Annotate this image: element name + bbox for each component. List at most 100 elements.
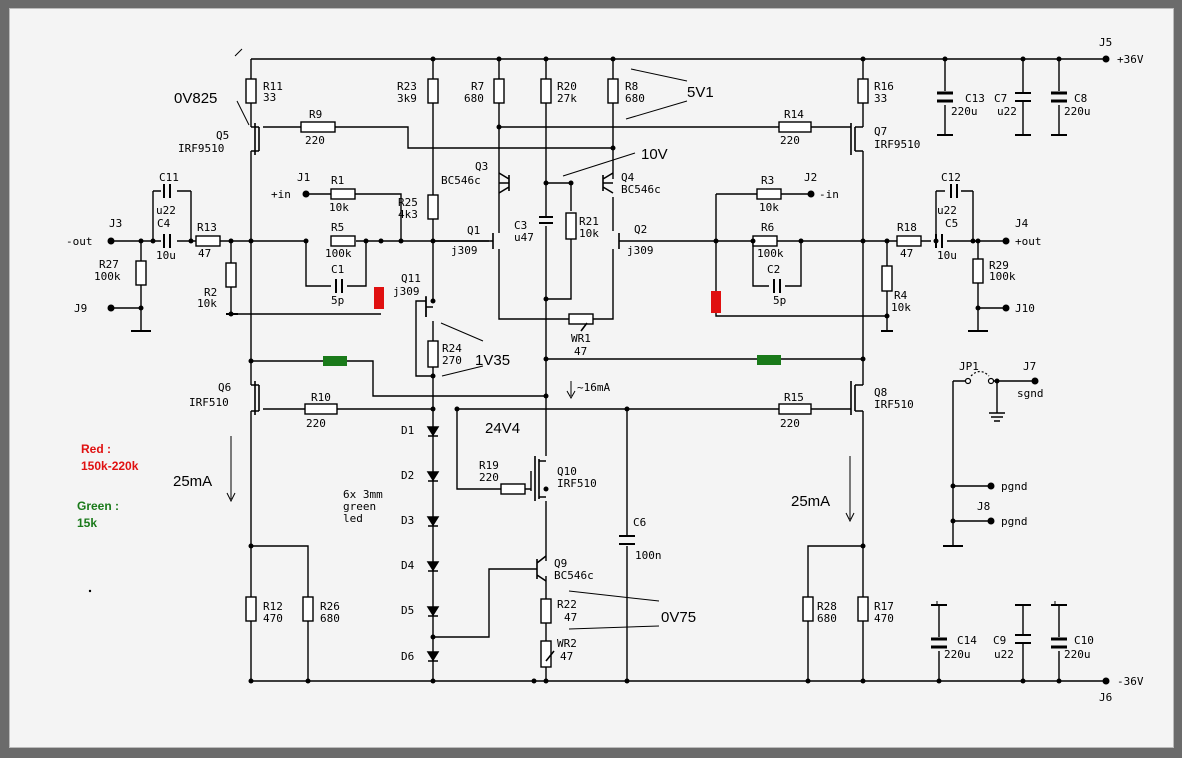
resistors [135, 78, 984, 668]
label-R7: R7 [471, 80, 484, 93]
label-J4-name: +out [1015, 235, 1042, 248]
transistor-Q4 [602, 172, 614, 194]
schematic-frame: R11 33 R9 220 Q5 IRF9510 C11 u22 C4 10u … [9, 8, 1174, 748]
terminal-J6 [1102, 677, 1110, 685]
resistor-R22 [540, 598, 552, 624]
label-R11: R11 [263, 80, 283, 93]
transistor-Q6 [251, 381, 260, 415]
value-C8: 220u [1064, 105, 1091, 118]
annotation-25ma-right: 25mA [791, 493, 830, 510]
led-note-line2: green [343, 500, 376, 513]
annotation-5v1: 5V1 [687, 84, 714, 101]
transistor-Q1 [489, 233, 494, 249]
terminal-J2 [807, 190, 815, 198]
resistor-R5 [330, 235, 356, 247]
transistor-Q8 [850, 381, 863, 415]
resistor-R11 [245, 78, 257, 104]
terminal-J8a [987, 482, 995, 490]
label-Q11: Q11 [401, 272, 421, 285]
value-R4: 10k [891, 301, 911, 314]
resistor-R9 [300, 121, 336, 133]
resistor-R15 [778, 403, 812, 415]
value-R7: 680 [464, 92, 484, 105]
label-J5: J5 [1099, 36, 1112, 49]
label-Q8: Q8 [874, 386, 887, 399]
capacitors [131, 91, 1067, 649]
label-Q5: Q5 [216, 129, 229, 142]
diode-D1 [426, 426, 440, 437]
diode-D2 [426, 471, 440, 482]
label-Q3: Q3 [475, 160, 488, 173]
transistor-Q3 [498, 172, 510, 194]
annotation-24v4: 24V4 [485, 420, 520, 437]
transistor-Q10 [534, 456, 546, 501]
value-R17: 470 [874, 612, 894, 625]
label-R5: R5 [331, 221, 344, 234]
label-D5: D5 [401, 604, 414, 617]
capacitor-C2 [773, 279, 781, 293]
value-Q7: IRF9510 [874, 138, 920, 151]
marker-resistors [323, 287, 781, 366]
label-Q1: Q1 [467, 224, 480, 237]
value-C10: 220u [1064, 648, 1091, 661]
label-D4: D4 [401, 559, 415, 572]
resistor-R4 [881, 265, 893, 292]
value-R22: 47 [564, 611, 577, 624]
label-R28: R28 [817, 600, 837, 613]
label-J10: J10 [1015, 302, 1035, 315]
label-R4: R4 [894, 289, 908, 302]
label-J6: J6 [1099, 691, 1112, 704]
label-J7: J7 [1023, 360, 1036, 373]
capacitor-C9 [1015, 634, 1031, 644]
value-C5: 10u [937, 249, 957, 262]
value-C11: u22 [156, 204, 176, 217]
resistor-R19 [500, 483, 526, 495]
value-Q2: j309 [627, 244, 654, 257]
value-C14: 220u [944, 648, 971, 661]
label-pos-rail: +36V [1117, 53, 1144, 66]
label-D6: D6 [401, 650, 414, 663]
label-C3: C3 [514, 219, 527, 232]
capacitor-C14 [931, 637, 947, 649]
annotation-1v35: 1V35 [475, 352, 510, 369]
value-R23: 3k9 [397, 92, 417, 105]
capacitor-C1 [335, 279, 343, 293]
value-C9: u22 [994, 648, 1014, 661]
resistor-R29 [972, 258, 984, 284]
capacitor-C13 [937, 91, 953, 103]
label-R13: R13 [197, 221, 217, 234]
label-R19: R19 [479, 459, 499, 472]
stray-dot [88, 589, 92, 593]
value-R18: 47 [900, 247, 913, 260]
label-J9: J9 [74, 302, 87, 315]
capacitor-C6 [619, 535, 635, 545]
resistor-R23 [427, 78, 439, 104]
resistor-WR1 [568, 313, 594, 325]
resistor-R2 [225, 262, 237, 288]
label-R29: R29 [989, 259, 1009, 272]
terminal-J4 [1002, 237, 1010, 245]
capacitor-C7 [1015, 92, 1031, 102]
terminal-J8b [987, 517, 995, 525]
label-Q9: Q9 [554, 557, 567, 570]
transistor-Q11 [425, 297, 433, 317]
resistor-R20 [540, 78, 552, 104]
value-C12: u22 [937, 204, 957, 217]
label-C2: C2 [767, 263, 780, 276]
label-WR1: WR1 [571, 332, 591, 345]
label-R17: R17 [874, 600, 894, 613]
label-R23: R23 [397, 80, 417, 93]
value-R24: 270 [442, 354, 462, 367]
label-J3-name: -out [66, 235, 93, 248]
annotation-0v825: 0V825 [174, 90, 217, 107]
green-marker-left [323, 356, 347, 366]
value-Q11: j309 [393, 285, 420, 298]
label-C13: C13 [965, 92, 985, 105]
resistor-R14 [778, 121, 812, 133]
component-labels: R11 33 R9 220 Q5 IRF9510 C11 u22 C4 10u … [94, 80, 1094, 663]
resistor-WR2 [540, 640, 552, 668]
label-J1-name: +in [271, 188, 291, 201]
green-marker-right [757, 355, 781, 365]
label-neg-rail: -36V [1117, 675, 1144, 688]
value-C2: 5p [773, 294, 786, 307]
